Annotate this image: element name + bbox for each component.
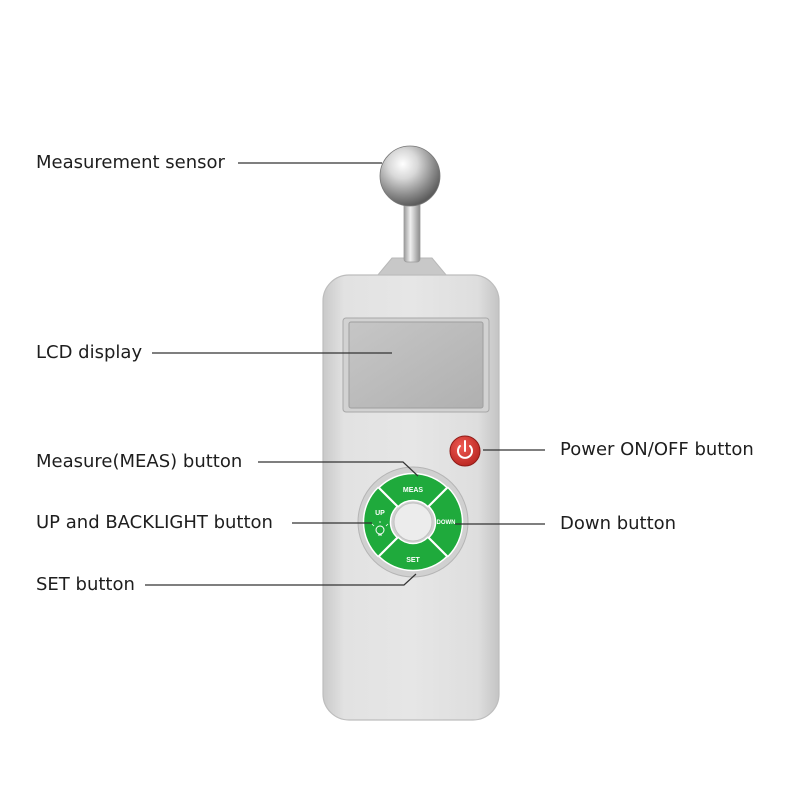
- set-button-label: SET: [406, 557, 420, 564]
- meas-button-label: MEAS: [403, 487, 424, 494]
- label-lcd-display: LCD display: [36, 342, 143, 363]
- label-down-button: Down button: [560, 513, 677, 534]
- label-meas-button: Measure(MEAS) button: [36, 451, 243, 472]
- label-set-button: SET button: [36, 574, 135, 595]
- leader-line-meas: [258, 461, 419, 477]
- up-button-label: UP: [375, 510, 385, 517]
- label-measurement-sensor: Measurement sensor: [36, 152, 225, 173]
- keypad-center: [393, 502, 433, 542]
- down-button-label: DOWN: [437, 520, 456, 526]
- power-button[interactable]: [449, 435, 481, 467]
- up-backlight-button[interactable]: UP: [362, 486, 399, 558]
- label-power-button: Power ON/OFF button: [560, 439, 754, 460]
- power-icon: [457, 440, 473, 459]
- meas-button[interactable]: MEAS: [378, 472, 448, 508]
- down-button[interactable]: DOWN: [427, 486, 464, 558]
- keypad: MEAS UP DOWN SET: [357, 466, 469, 578]
- set-button[interactable]: SET: [378, 536, 448, 572]
- lightbulb-icon: [371, 521, 389, 536]
- leader-line-set: [145, 573, 417, 586]
- lcd-display: [348, 321, 484, 409]
- label-up-backlight-button: UP and BACKLIGHT button: [36, 512, 273, 533]
- leader-lines: [145, 162, 545, 586]
- sensor-ball: [379, 145, 441, 207]
